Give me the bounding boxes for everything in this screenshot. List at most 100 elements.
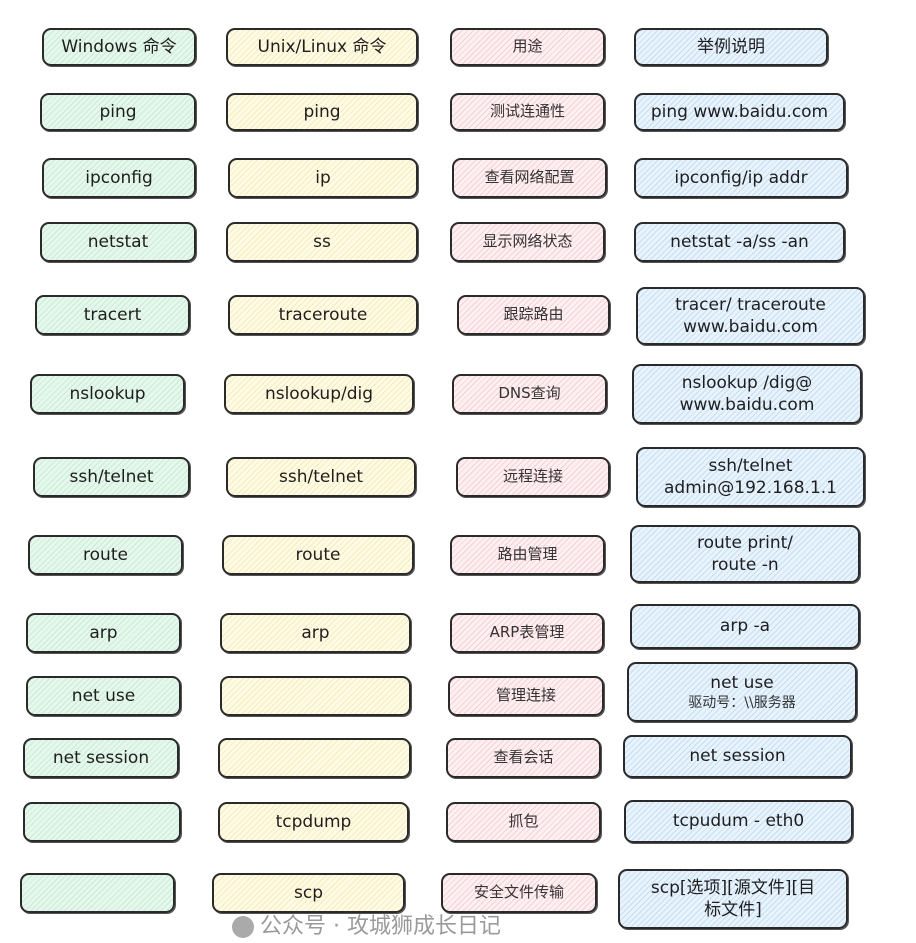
box-text: DNS查询 bbox=[498, 384, 561, 403]
box-text: tcpdump bbox=[275, 811, 352, 832]
box-text: ssh/telnet bbox=[279, 466, 363, 487]
box-text: 跟踪路由 bbox=[503, 305, 564, 324]
box-text: route -n bbox=[711, 555, 779, 575]
windows-command-cell: ping bbox=[40, 93, 196, 131]
box-text: net session bbox=[689, 746, 786, 767]
box-text: www.baidu.com bbox=[683, 317, 818, 337]
example-cell: scp[选项][源文件][目标文件] bbox=[618, 869, 848, 929]
unix-command-cell bbox=[218, 738, 411, 778]
box-text: 抓包 bbox=[508, 812, 539, 831]
unix-command-cell: ss bbox=[226, 222, 418, 262]
box-text: 查看网络配置 bbox=[484, 168, 575, 187]
box-text: nslookup bbox=[69, 383, 146, 404]
purpose-cell: 管理连接 bbox=[448, 676, 604, 716]
box-text: 安全文件传输 bbox=[473, 883, 564, 902]
box-text: route print/ bbox=[697, 532, 793, 553]
box-text: route bbox=[295, 544, 341, 565]
box-text: 管理连接 bbox=[495, 686, 556, 705]
windows-command-cell: ssh/telnet bbox=[33, 457, 190, 497]
box-text: tracer/ traceroute bbox=[675, 294, 826, 315]
box-text: ping www.baidu.com bbox=[650, 101, 829, 122]
box-text: 测试连通性 bbox=[489, 102, 565, 121]
header-unix: Unix/Linux 命令 bbox=[226, 28, 418, 66]
purpose-cell: 路由管理 bbox=[450, 535, 605, 575]
box-text: Windows 命令 bbox=[61, 36, 177, 57]
box-text: nslookup /dig@ bbox=[681, 372, 813, 393]
box-text: 举例说明 bbox=[697, 36, 765, 57]
box-text: route bbox=[83, 544, 128, 565]
purpose-cell: 抓包 bbox=[446, 802, 601, 842]
box-text: ssh/telnet bbox=[69, 466, 154, 487]
box-text: traceroute bbox=[278, 304, 368, 325]
unix-command-cell: arp bbox=[220, 613, 411, 653]
unix-command-cell: ssh/telnet bbox=[226, 457, 416, 497]
example-cell: tcpudum - eth0 bbox=[624, 800, 853, 843]
box-text: Unix/Linux 命令 bbox=[257, 36, 387, 57]
box-text: 查看会话 bbox=[493, 748, 554, 767]
windows-command-cell bbox=[23, 802, 181, 842]
box-text: arp bbox=[301, 622, 330, 643]
unix-command-cell: route bbox=[222, 535, 414, 575]
header-windows: Windows 命令 bbox=[42, 28, 196, 66]
box-text: scp[选项][源文件][目 bbox=[650, 877, 816, 898]
box-text: ARP表管理 bbox=[489, 623, 565, 642]
windows-command-cell: nslookup bbox=[30, 374, 185, 414]
unix-command-cell: tcpdump bbox=[218, 802, 409, 842]
header-example: 举例说明 bbox=[634, 28, 828, 66]
box-text: ip bbox=[315, 167, 331, 188]
example-cell: netstat -a/ss -an bbox=[634, 222, 845, 262]
windows-command-cell: arp bbox=[26, 613, 181, 653]
box-text: arp bbox=[89, 622, 118, 643]
windows-command-cell: net use bbox=[26, 676, 181, 716]
purpose-cell: 查看网络配置 bbox=[452, 158, 607, 198]
box-text: 标文件] bbox=[704, 900, 762, 920]
box-text: nslookup/dig bbox=[264, 383, 374, 404]
box-text: net session bbox=[52, 747, 150, 768]
box-text: ping bbox=[99, 101, 137, 122]
box-text: scp bbox=[294, 882, 323, 903]
windows-command-cell: ipconfig bbox=[42, 158, 196, 198]
box-text: tcpudum - eth0 bbox=[672, 811, 805, 832]
wechat-icon bbox=[232, 916, 254, 938]
box-text: 显示网络状态 bbox=[482, 232, 573, 251]
box-text: ss bbox=[313, 231, 331, 252]
box-text: netstat -a/ss -an bbox=[670, 231, 809, 252]
unix-command-cell bbox=[220, 676, 411, 716]
example-cell: ping www.baidu.com bbox=[634, 93, 845, 131]
box-text: ssh/telnet bbox=[708, 455, 793, 476]
purpose-cell: 安全文件传输 bbox=[441, 873, 597, 913]
example-cell: ipconfig/ip addr bbox=[634, 158, 848, 198]
windows-command-cell: net session bbox=[23, 738, 179, 778]
unix-command-cell: ping bbox=[226, 93, 418, 131]
watermark: 公众号 · 攻城狮成长日记 bbox=[232, 914, 501, 940]
box-text: arp -a bbox=[719, 616, 771, 637]
box-text: ping bbox=[303, 101, 341, 122]
box-text: ipconfig/ip addr bbox=[674, 167, 808, 188]
box-text: netstat bbox=[87, 231, 149, 252]
example-cell: nslookup /dig@www.baidu.com bbox=[632, 364, 862, 424]
example-cell: route print/route -n bbox=[630, 525, 860, 583]
unix-command-cell: traceroute bbox=[228, 295, 418, 335]
example-cell: net session bbox=[623, 735, 852, 778]
purpose-cell: DNS查询 bbox=[452, 374, 607, 414]
header-purpose: 用途 bbox=[450, 28, 605, 66]
unix-command-cell: ip bbox=[228, 158, 418, 198]
purpose-cell: 查看会话 bbox=[446, 738, 601, 778]
windows-command-cell bbox=[20, 873, 175, 913]
windows-command-cell: route bbox=[28, 535, 183, 575]
unix-command-cell: scp bbox=[212, 873, 405, 913]
box-text: 远程连接 bbox=[502, 467, 563, 486]
box-text: 驱动号：\\服务器 bbox=[688, 694, 796, 711]
box-text: net use bbox=[71, 685, 136, 706]
purpose-cell: 远程连接 bbox=[456, 457, 610, 497]
box-text: 路由管理 bbox=[497, 545, 558, 564]
box-text: admin@192.168.1.1 bbox=[663, 478, 837, 498]
box-text: www.baidu.com bbox=[679, 395, 815, 415]
unix-command-cell: nslookup/dig bbox=[224, 374, 414, 414]
box-text: net use bbox=[710, 672, 774, 693]
windows-command-cell: netstat bbox=[40, 222, 196, 262]
purpose-cell: 跟踪路由 bbox=[457, 295, 610, 335]
